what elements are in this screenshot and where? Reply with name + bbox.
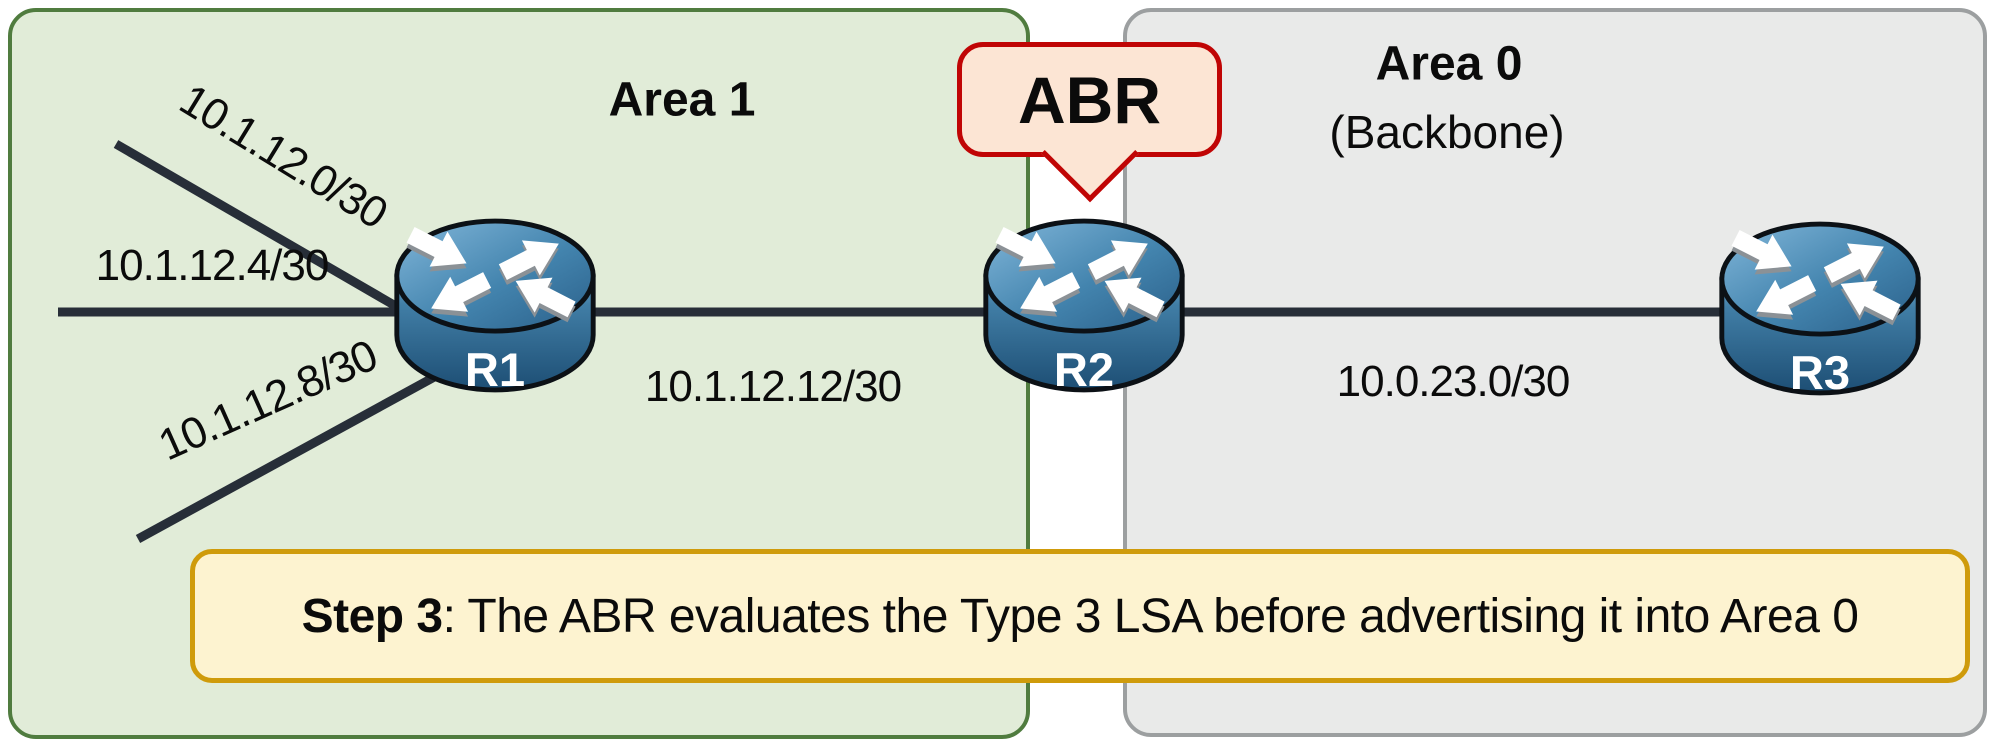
link-label-10-0-23-0: 10.0.23.0/30: [1336, 357, 1571, 406]
step-note-text: : The ABR evaluates the Type 3 LSA befor…: [442, 589, 1859, 643]
router-r1-label: R1: [465, 343, 525, 396]
abr-callout: ABR: [957, 42, 1222, 203]
area0-label: Area 0: [1375, 37, 1523, 91]
router-icon: R2: [976, 215, 1192, 396]
router-r3: R3: [1712, 218, 1928, 405]
link-label-10-1-12-12: 10.1.12.12/30: [644, 362, 902, 411]
router-r3-label: R3: [1790, 346, 1850, 399]
router-r1: R1: [387, 215, 603, 402]
area0-sublabel: (Backbone): [1329, 106, 1565, 158]
link-line-10-1-12-8: [135, 348, 483, 543]
step-note: Step 3: The ABR evaluates the Type 3 LSA…: [190, 549, 1970, 683]
router-icon: R1: [387, 215, 603, 396]
router-r2: R2: [976, 215, 1192, 402]
area1-label: Area 1: [608, 73, 756, 127]
router-r2-label: R2: [1054, 343, 1114, 396]
step-note-prefix: Step 3: [301, 589, 444, 643]
router-icon: R3: [1712, 218, 1928, 399]
link-label-10-1-12-4: 10.1.12.4/30: [95, 241, 330, 290]
abr-callout-label: ABR: [1018, 62, 1161, 137]
